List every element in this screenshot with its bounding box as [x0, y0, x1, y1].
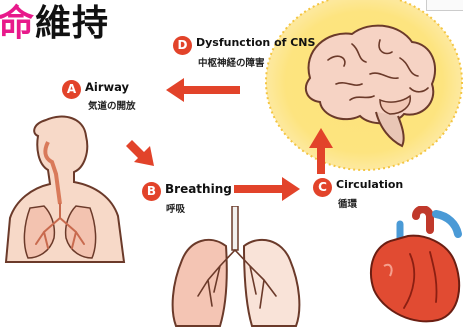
arrow-c-to-d: [309, 128, 333, 174]
heart-icon: [371, 209, 459, 321]
heart-illustration: [364, 206, 463, 327]
arrow-a-to-b: [126, 140, 154, 166]
lungs-icon: [173, 206, 300, 326]
arrow-b-to-c: [234, 177, 300, 201]
arrow-d-to-a: [166, 78, 240, 102]
human-airway-illustration: [0, 112, 130, 272]
lungs-illustration: [160, 206, 310, 327]
human-airway-icon: [6, 117, 124, 262]
